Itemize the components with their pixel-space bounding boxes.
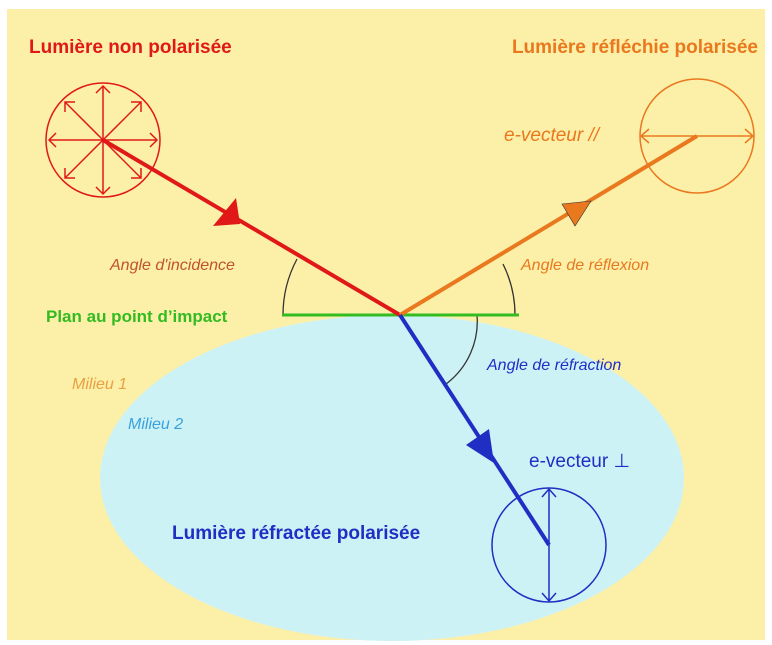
impact-plane-label: Plan au point d’impact bbox=[46, 307, 228, 326]
parallel-e-vector bbox=[639, 128, 755, 144]
refraction-angle-arc bbox=[445, 314, 478, 385]
refracted-direction-arrow bbox=[466, 429, 494, 463]
refracted-polarization-symbol bbox=[491, 487, 607, 603]
reflection-angle-arc bbox=[502, 263, 516, 316]
reflected-polarized-light-label: Lumière réfléchie polarisée bbox=[512, 37, 758, 58]
refracted-polarized-light-label: Lumière réfractée polarisée bbox=[172, 523, 420, 544]
unpolarized-light-label: Lumière non polarisée bbox=[29, 37, 232, 58]
e-vector-perpendicular-label: e-vecteur ⊥ bbox=[529, 451, 630, 472]
unpolarized-e-vectors bbox=[47, 84, 159, 196]
reflected-polarization-symbol bbox=[639, 78, 755, 194]
medium-2-label: Milieu 2 bbox=[128, 416, 183, 433]
unpolarized-light-symbol bbox=[45, 82, 161, 198]
angle-refraction-label: Angle de réfraction bbox=[486, 357, 621, 374]
angle-incidence-label: Angle d'incidence bbox=[109, 257, 235, 274]
perpendicular-e-vector bbox=[541, 487, 557, 603]
e-vector-parallel-label: e-vecteur // bbox=[504, 125, 601, 146]
reflected-direction-arrow bbox=[561, 200, 592, 227]
angle-reflection-label: Angle de réflexion bbox=[520, 257, 649, 274]
refracted-ray bbox=[398, 313, 551, 547]
incidence-angle-arc bbox=[282, 258, 298, 316]
unpolarized-circle bbox=[45, 82, 161, 198]
medium-1-label: Milieu 1 bbox=[72, 376, 127, 393]
incident-direction-arrow bbox=[213, 198, 240, 226]
reflected-ray bbox=[398, 134, 699, 317]
medium-2-ellipse bbox=[100, 315, 684, 641]
